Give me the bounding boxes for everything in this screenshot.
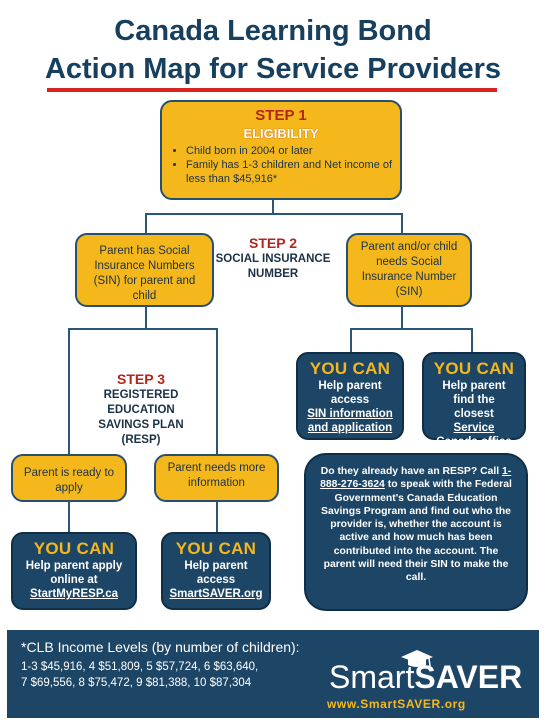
connector-sin-info-down [350,328,352,352]
logo-word-smart: Smart [329,659,415,695]
parent-ready-text: Parent is ready to apply [23,467,115,494]
service-office-text: Help parent find the closest [442,380,506,420]
connector-ready-to-youcan [68,502,70,532]
youcan-apply-box: YOU CAN Help parent apply online at Star… [11,532,137,610]
connector-step1-down [272,200,274,214]
title-line-1: Canada Learning Bond [114,15,432,47]
step3-label-group: STEP 3 REGISTERED EDUCATION SAVINGS PLAN… [75,370,207,448]
logo-url[interactable]: www.SmartSAVER.org [327,697,466,711]
smartsaver-logo: SmartSAVER www.SmartSAVER.org [325,648,525,718]
apply-online-text: Help parent apply online at [25,560,123,586]
resp-info-text-1: Do they already have an RESP? Call [320,466,503,477]
sin-info-text: Help parent access [318,380,382,406]
step1-label: STEP 1 [255,107,307,124]
parent-needs-info-text: Parent needs more information [167,462,266,489]
eligibility-item: Family has 1-3 children and Net income o… [186,158,400,186]
step3-heading: REGISTERED EDUCATION SAVINGS PLAN (RESP) [98,389,184,446]
parent-has-sin-box: Parent has Social Insurance Numbers (SIN… [75,233,214,307]
youcan-label: YOU CAN [309,359,391,378]
step2-label-group: STEP 2 SOCIAL INSURANCE NUMBER [205,234,341,282]
graduation-cap-icon [401,650,433,667]
service-canada-office-link[interactable]: Service Canada office [436,422,512,448]
step2-heading: SOCIAL INSURANCE NUMBER [215,253,331,280]
connector-right-sin-horizontal [350,328,472,330]
step2-label: STEP 2 [249,235,297,251]
youcan-label: YOU CAN [175,539,257,558]
connector-needs-to-youcan [216,502,218,532]
logo-word-saver: SAVER [414,659,523,695]
eligibility-item: Child born in 2004 or later [186,144,400,158]
youcan-access-box: YOU CAN Help parent access SmartSAVER.or… [161,532,271,610]
connector-needs-down [216,328,218,454]
access-text: Help parent access [184,560,248,586]
youcan-sin-info-box: YOU CAN Help parent access SIN informati… [296,352,404,440]
connector-right-sin-down [401,307,403,329]
step3-label: STEP 3 [117,371,165,387]
step1-heading: ELIGIBILITY [243,126,319,141]
connector-office-down [471,328,473,352]
logo-wordmark: SmartSAVER [329,660,522,694]
connector-left-sin-down [145,307,147,329]
parent-needs-sin-text: Parent and/or child needs Social Insuran… [360,241,458,298]
resp-info-text-2: to speak with the Federal Government's C… [321,479,512,584]
income-levels-heading: *CLB Income Levels (by number of childre… [21,639,300,655]
youcan-label: YOU CAN [433,359,515,378]
connector-left-sin-horizontal [68,328,217,330]
connector-left-down [145,213,147,233]
sin-info-link[interactable]: SIN information and application [307,408,393,434]
parent-has-sin-text: Parent has Social Insurance Numbers (SIN… [93,245,196,302]
connector-ready-down [68,328,70,454]
startmyresp-link[interactable]: StartMyRESP.ca [30,588,118,600]
parent-needs-sin-box: Parent and/or child needs Social Insuran… [346,233,472,307]
income-levels-footer: *CLB Income Levels (by number of childre… [7,630,539,718]
existing-resp-info-box: Do they already have an RESP? Call 1-888… [304,453,528,611]
cesp-phone-link[interactable]: 1-888-276-3624 [320,466,512,491]
income-levels-line-2: 7 $69,556, 8 $75,472, 9 $81,388, 10 $87,… [21,677,252,689]
connector-step1-horizontal [145,213,402,215]
connector-right-down [401,213,403,233]
step1-eligibility-box: STEP 1 ELIGIBILITY Child born in 2004 or… [160,100,402,200]
income-levels-line-1: 1-3 $45,916, 4 $51,809, 5 $57,724, 6 $63… [21,661,259,673]
title-underline [47,88,497,92]
youcan-service-office-box: YOU CAN Help parent find the closest Ser… [422,352,526,448]
youcan-label: YOU CAN [33,539,115,558]
parent-ready-box: Parent is ready to apply [11,454,127,502]
parent-needs-info-box: Parent needs more information [154,454,279,502]
title-line-2: Action Map for Service Providers [44,53,502,85]
eligibility-list: Child born in 2004 or later Family has 1… [162,144,400,186]
smartsaver-link[interactable]: SmartSAVER.org [169,588,263,600]
